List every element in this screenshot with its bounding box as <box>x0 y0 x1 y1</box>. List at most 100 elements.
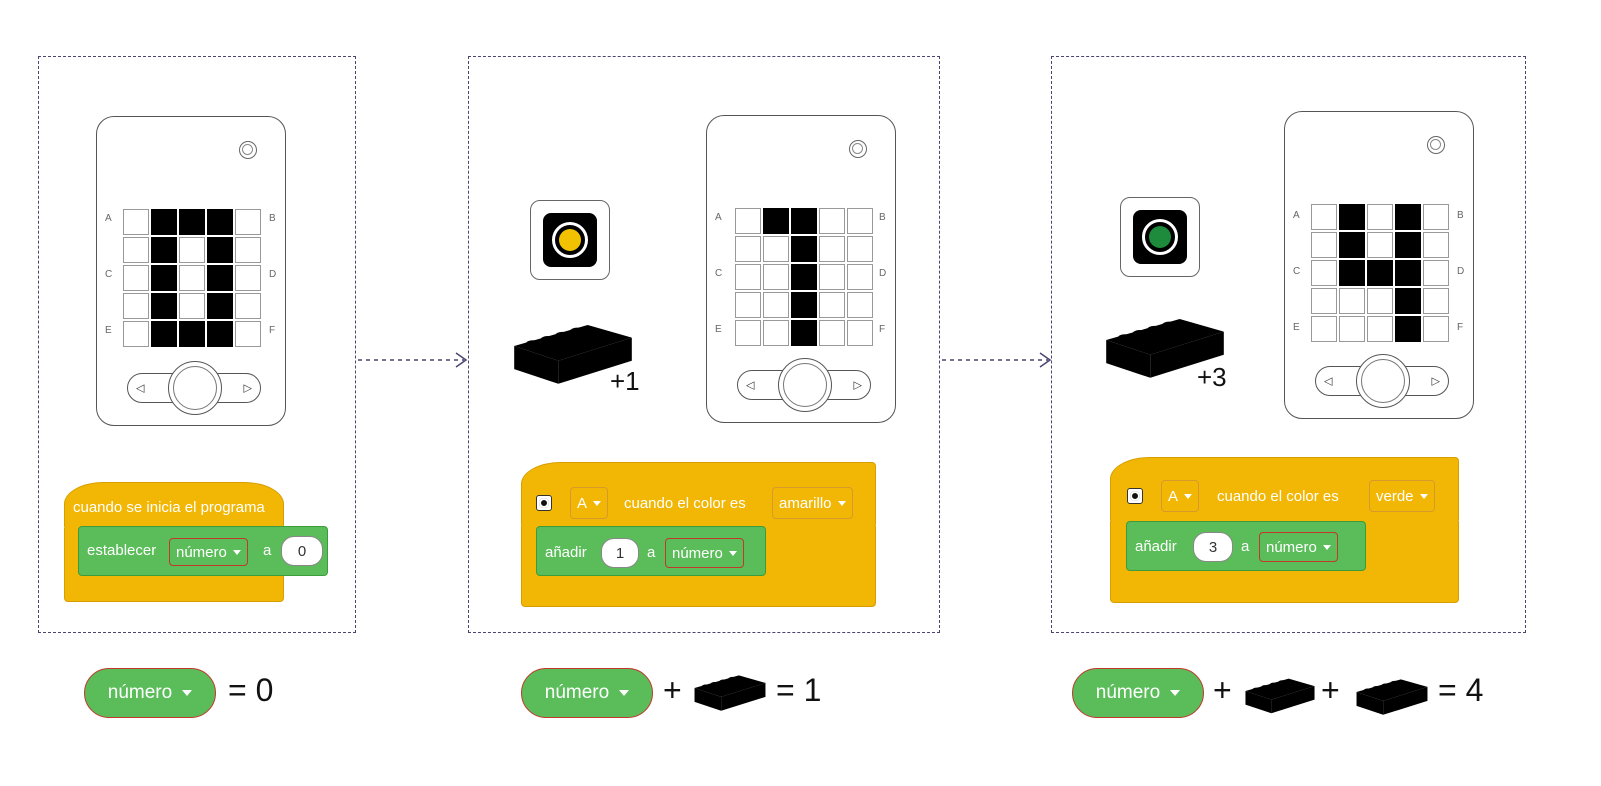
matrix-pixel <box>763 236 789 262</box>
variable-dropdown[interactable]: número <box>169 538 248 566</box>
port-label-right-0: B <box>269 213 276 224</box>
connector-label: a <box>1241 538 1250 555</box>
matrix-pixel <box>235 209 261 235</box>
matrix-pixel <box>819 292 845 318</box>
matrix-pixel <box>151 209 177 235</box>
matrix-pixel <box>791 208 817 234</box>
add-label: añadir <box>545 544 587 561</box>
port-label-left-1: C <box>715 268 723 279</box>
matrix-pixel <box>819 208 845 234</box>
hat-block-start[interactable]: cuando se inicia el programa <box>64 482 284 530</box>
increment-label: +1 <box>610 366 640 396</box>
matrix-pixel <box>1423 204 1449 230</box>
connector-label: a <box>647 544 656 561</box>
matrix-pixel <box>847 292 873 318</box>
matrix-pixel <box>735 236 761 262</box>
set-label: establecer <box>87 542 157 559</box>
port-dropdown-label: A <box>577 494 588 512</box>
matrix-pixel <box>819 236 845 262</box>
chevron-down-icon <box>728 550 737 556</box>
port-dropdown[interactable]: A <box>570 487 609 519</box>
matrix-pixel <box>151 321 177 347</box>
equation-result-3: = 4 <box>1438 672 1484 708</box>
sensor-ring-icon <box>552 222 588 258</box>
matrix-pixel <box>1423 316 1449 342</box>
color-dropdown[interactable]: verde <box>1369 480 1435 512</box>
matrix-pixel <box>123 265 149 291</box>
set-variable-block[interactable]: establecer número a 0 <box>78 526 328 576</box>
variable-reporter-1[interactable]: número <box>84 668 216 718</box>
left-arrow-icon: ◁ <box>746 379 755 392</box>
variable-dropdown[interactable]: número <box>665 538 744 568</box>
variable-reporter-2[interactable]: número <box>521 668 653 718</box>
matrix-pixel <box>235 321 261 347</box>
matrix-pixel <box>1395 316 1421 342</box>
sensor-color-dot <box>1149 226 1171 248</box>
equation-result-2: = 1 <box>776 672 822 708</box>
yellow-brick-icon <box>692 660 768 716</box>
matrix-pixel <box>1367 316 1393 342</box>
chevron-down-icon <box>1419 493 1428 499</box>
port-label-left-2: E <box>715 324 722 335</box>
matrix-pixel <box>123 293 149 319</box>
hub-nav: ◁ ▷ <box>127 361 261 415</box>
port-label-right-1: D <box>269 269 277 280</box>
color-sensor-icon <box>1127 488 1143 504</box>
add-label: añadir <box>1135 538 1177 555</box>
matrix-pixel <box>791 320 817 346</box>
value-input[interactable]: 0 <box>281 536 323 566</box>
color-dropdown[interactable]: amarillo <box>772 487 853 519</box>
matrix-pixel <box>763 320 789 346</box>
matrix-pixel <box>123 237 149 263</box>
chevron-down-icon <box>1170 690 1181 696</box>
plus-sign: + <box>1321 672 1340 708</box>
value-input[interactable]: 1 <box>601 538 639 568</box>
port-label-left-0: A <box>1293 210 1300 221</box>
port-dropdown-label: A <box>1168 487 1179 505</box>
hub-3: A C E B D F ◁ ▷ <box>1284 111 1474 419</box>
add-to-variable-block[interactable]: añadir 3 a número <box>1126 521 1366 571</box>
color-sensor-face <box>543 213 597 267</box>
matrix-pixel <box>151 265 177 291</box>
matrix-pixel <box>207 237 233 263</box>
port-label-left-1: C <box>105 269 113 280</box>
variable-dropdown[interactable]: número <box>1259 532 1338 562</box>
equation-result-1: = 0 <box>228 672 274 708</box>
matrix-pixel <box>1311 232 1337 258</box>
matrix-pixel <box>179 293 205 319</box>
add-to-variable-block[interactable]: añadir 1 a número <box>536 526 766 576</box>
matrix-pixel <box>1311 288 1337 314</box>
port-label-left-1: C <box>1293 266 1301 277</box>
matrix-pixel <box>735 264 761 290</box>
variable-dropdown-label: número <box>1266 538 1317 556</box>
value-input-text: 3 <box>1208 538 1218 556</box>
panel-start <box>38 56 356 633</box>
matrix-pixel <box>847 320 873 346</box>
matrix-pixel <box>1339 316 1365 342</box>
reporter-label: número <box>107 682 173 703</box>
variable-reporter-3[interactable]: número <box>1072 668 1204 718</box>
matrix-pixel <box>123 209 149 235</box>
matrix-pixel <box>1423 288 1449 314</box>
matrix-pixel <box>1423 260 1449 286</box>
chevron-down-icon <box>1322 544 1331 550</box>
color-hat-block[interactable]: A cuando el color es amarillo <box>521 462 876 528</box>
center-button-icon <box>168 361 222 415</box>
matrix-pixel <box>1311 260 1337 286</box>
matrix-pixel <box>1339 260 1365 286</box>
matrix-pixel <box>847 208 873 234</box>
variable-dropdown-label: número <box>176 543 227 561</box>
port-label-right-0: B <box>1457 210 1464 221</box>
panel-yellow <box>468 56 940 633</box>
port-dropdown[interactable]: A <box>1161 480 1200 512</box>
arrow-1 <box>358 352 468 368</box>
color-hat-block[interactable]: A cuando el color es verde <box>1110 457 1459 523</box>
value-input[interactable]: 3 <box>1193 532 1233 562</box>
matrix-pixel <box>1367 260 1393 286</box>
matrix-pixel <box>735 320 761 346</box>
matrix-pixel <box>235 237 261 263</box>
matrix-pixel <box>1395 288 1421 314</box>
color-sensor-icon <box>536 495 552 511</box>
matrix-pixel <box>1367 232 1393 258</box>
hat-block-label: cuando se inicia el programa <box>73 499 265 516</box>
